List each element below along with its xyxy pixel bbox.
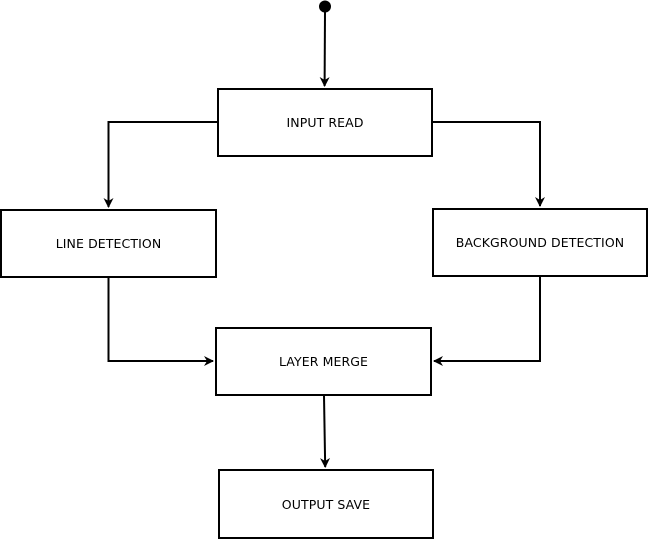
node-input-read-label: INPUT READ (286, 115, 364, 130)
node-layer-merge: LAYER MERGE (215, 327, 432, 396)
start-node-dot (319, 0, 331, 13)
node-input-read: INPUT READ (217, 88, 433, 157)
node-line-detection-label: LINE DETECTION (55, 236, 162, 251)
edge-input-read-to-line-detection (103, 121, 217, 208)
node-background-detection-label: BACKGROUND DETECTION (455, 235, 625, 250)
edge-input-read-to-background-detection (433, 121, 545, 207)
node-line-detection: LINE DETECTION (0, 209, 217, 278)
node-layer-merge-label: LAYER MERGE (278, 354, 369, 369)
edge-background-detection-to-layer-merge (433, 277, 541, 366)
node-output-save-label: OUTPUT SAVE (281, 496, 371, 512)
edge-layer-merge-to-output-save (320, 395, 331, 468)
node-output-save: OUTPUT SAVE (218, 469, 434, 539)
edge-line-detection-to-layer-merge (107, 278, 214, 366)
node-background-detection: BACKGROUND DETECTION (432, 208, 648, 277)
